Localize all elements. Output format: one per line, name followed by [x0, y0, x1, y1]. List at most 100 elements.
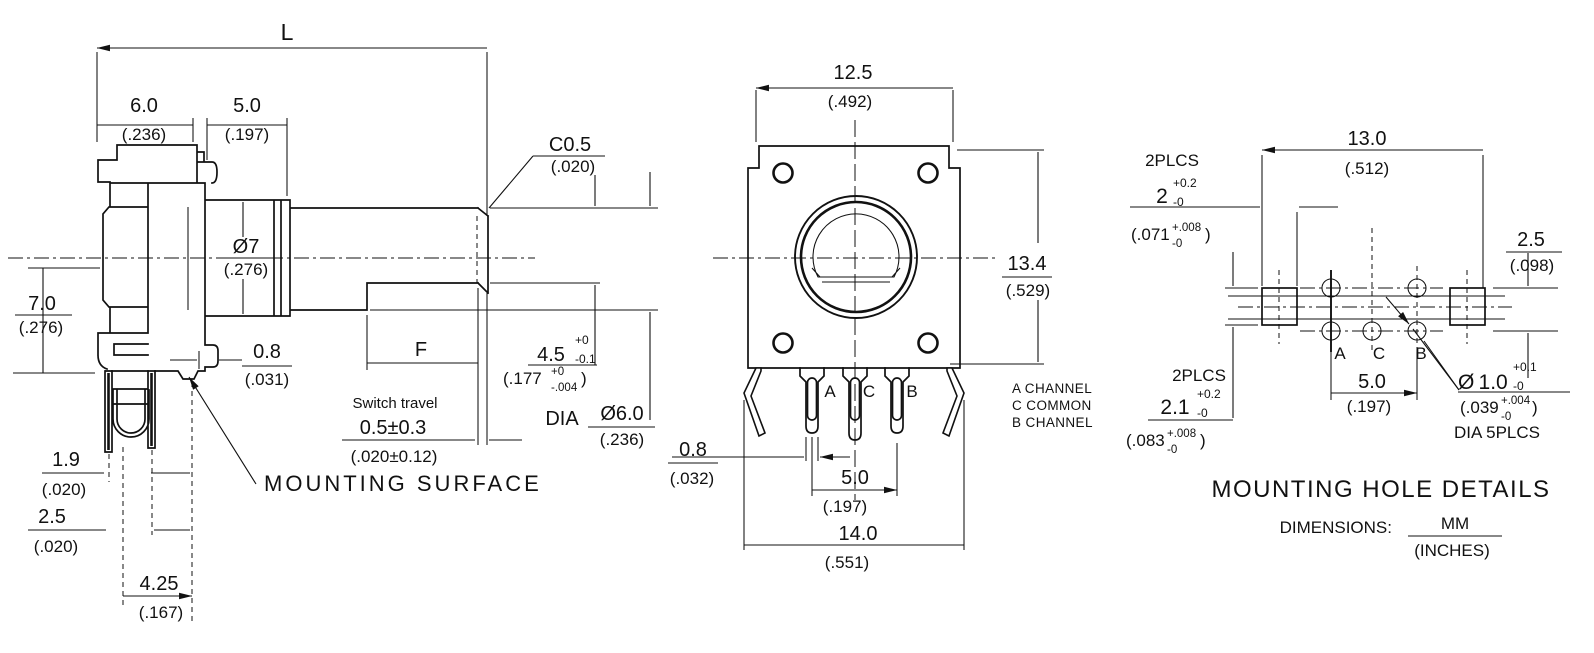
terminal-b-slot	[891, 377, 903, 421]
side-arrow-segments	[28, 155, 651, 531]
tip-dia-inch-label: (.236)	[600, 430, 644, 449]
hole-dia-sub: -0	[1513, 379, 1524, 393]
front-pin-width-inch-label: (.032)	[670, 469, 714, 488]
hole-c-label: C	[1373, 344, 1385, 363]
dim-overall-length-label: L	[281, 19, 294, 45]
front-pin-pitch-inch-label: (.197)	[823, 497, 867, 516]
dimensions-label: DIMENSIONS:	[1280, 518, 1392, 537]
hole-b-label: B	[1415, 344, 1426, 363]
slot-width-sup: +0.2	[1173, 176, 1197, 190]
tip-dia-label: Ø6.0	[600, 403, 643, 425]
side-body-outline	[97, 144, 490, 380]
terminal-b-label: B	[906, 382, 917, 401]
slot2-plcs-label: 2PLCS	[1172, 366, 1226, 385]
mounting-hole-view: 13.0 (.512) 2PLCS 2 +0.2 -0 (.071 +.008 …	[1126, 128, 1570, 560]
hole-dia-inch-sub: -0	[1501, 411, 1511, 423]
mounting-leg-right	[941, 367, 965, 438]
pin-spacing-inch-label: (.020)	[34, 537, 78, 556]
hole-view-dash-lines	[1278, 228, 1468, 352]
hole-dimension-lines	[1262, 150, 1483, 393]
flat-depth-inch-sub: -.004	[551, 382, 578, 394]
square-slot-right	[1449, 287, 1486, 326]
slot-height-inch-sub: -0	[1167, 444, 1177, 456]
pin-width-label: 1.9	[52, 449, 80, 471]
slot-height-sup: +0.2	[1197, 387, 1221, 401]
corner-hole-top-right	[917, 162, 939, 184]
units-inches-label: (INCHES)	[1414, 541, 1490, 560]
chamfer-label: C0.5	[549, 134, 591, 156]
slot-height-label: 2.1	[1160, 396, 1189, 419]
shaft-d-hole	[811, 213, 901, 283]
standoff-label: 0.8	[253, 341, 281, 363]
front-height-label: 13.4	[1008, 253, 1047, 275]
corner-hole-top-left	[772, 162, 794, 184]
slot-width-sub: -0	[1173, 195, 1184, 209]
hole-dia-inch-sup: +.004	[1501, 395, 1531, 407]
slot-width-label: 2	[1156, 185, 1168, 208]
front-body-width-inch-label: (.551)	[825, 553, 869, 572]
slot-height-inch-sup: +.008	[1167, 428, 1196, 440]
flat-depth-inch-label: (.177	[503, 369, 542, 388]
flat-depth-sub: -0.1	[575, 352, 596, 366]
side-pins	[104, 370, 156, 453]
side-dimension-lines	[42, 48, 487, 596]
dim-5mm-label: 5.0	[233, 95, 261, 117]
front-height-inch-label: (.529)	[1006, 281, 1050, 300]
hole-dia-label: Ø 1.0	[1458, 371, 1508, 394]
corner-hole-bottom-left	[772, 332, 794, 354]
flat-depth-sup: +0	[575, 333, 589, 347]
hole-dia-sup: +0.1	[1513, 360, 1537, 374]
shaft-dia-label: Ø7	[233, 236, 260, 258]
switch-travel-label: Switch travel	[352, 395, 437, 412]
mounting-leg-left	[743, 367, 767, 438]
hole-width-label: 13.0	[1348, 128, 1387, 150]
front-pin-width-label: 0.8	[679, 439, 707, 461]
dim-6mm-inch-label: (.236)	[122, 125, 166, 144]
hole-dia-inch-label: (.039	[1460, 398, 1499, 417]
slot-height-inch-close: )	[1200, 431, 1206, 450]
mounting-surface-label: MOUNTING SURFACE	[264, 471, 542, 496]
pin-offset-label: 4.25	[140, 573, 179, 595]
chamfer-inch-label: (.020)	[551, 157, 595, 176]
row-spacing-label: 2.5	[1517, 229, 1545, 251]
slot-height-sub: -0	[1197, 406, 1208, 420]
flat-depth-inch-sup: +0	[551, 366, 564, 378]
slot-width-inch-sub: -0	[1172, 238, 1182, 250]
hole-width-inch-label: (.512)	[1345, 159, 1389, 178]
pin-width-inch-label: (.020)	[42, 480, 86, 499]
pin-spacing-label: 2.5	[38, 506, 66, 528]
body-height-label: 7.0	[28, 293, 56, 315]
body-height-inch-label: (.276)	[19, 318, 63, 337]
shaft-dia-inch-label: (.276)	[224, 260, 268, 279]
dim-F-label: F	[415, 339, 427, 361]
hole-arrow-segments	[1232, 206, 1529, 418]
slot-plcs-label: 2PLCS	[1145, 151, 1199, 170]
switch-travel-value: 0.5±0.3	[360, 417, 427, 439]
flat-depth-inch-close: )	[581, 369, 587, 388]
front-view: 12.5 (.492) 13.4 (.529) A C B A CHANNEL …	[668, 62, 1093, 572]
flat-depth-label: 4.5	[537, 344, 565, 366]
slot-width-inch-label: (.071	[1131, 225, 1170, 244]
slot-width-inch-close: )	[1205, 225, 1211, 244]
pin-offset-inch-label: (.167)	[139, 603, 183, 622]
terminal-a-slot	[806, 377, 818, 421]
terminal-a-label: A	[824, 382, 836, 401]
legend-a-channel: A CHANNEL	[1012, 381, 1092, 396]
legend-c-common: C COMMON	[1012, 398, 1092, 413]
corner-hole-bottom-right	[917, 332, 939, 354]
front-dimension-lines	[744, 88, 964, 546]
switch-travel-inch: (.020±0.12)	[351, 447, 438, 466]
row-spacing-inch-label: (.098)	[1510, 256, 1554, 275]
front-body-width-label: 14.0	[839, 523, 878, 545]
hole-pitch-inch-label: (.197)	[1347, 397, 1391, 416]
dim-5mm-inch-label: (.197)	[225, 125, 269, 144]
mounting-hole-details-title: MOUNTING HOLE DETAILS	[1211, 476, 1550, 503]
terminal-c-label: C	[863, 382, 875, 401]
side-view: L 6.0 (.236) 5.0 (.197) C0.5 (.020) Ø7 (…	[8, 19, 658, 625]
slot-width-inch-sup: +.008	[1172, 222, 1201, 234]
hole-note-label: DIA 5PLCS	[1454, 423, 1540, 442]
front-pin-pitch-label: 5.0	[841, 467, 869, 489]
front-width-inch-label: (.492)	[828, 92, 872, 111]
